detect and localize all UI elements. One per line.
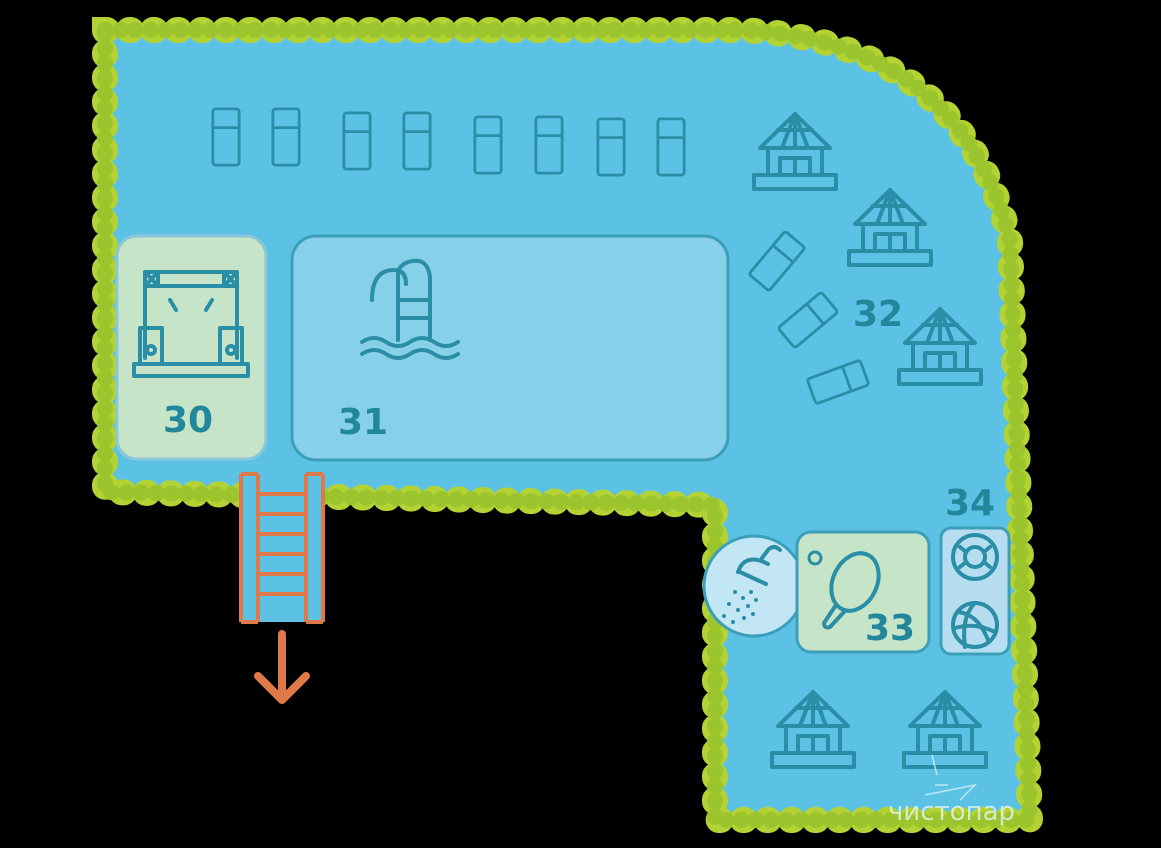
shower-icon[interactable] xyxy=(702,534,806,638)
beach-ball-icon xyxy=(951,601,999,649)
zone-33[interactable]: 33 xyxy=(795,530,931,654)
ladder-icon[interactable] xyxy=(239,472,325,624)
zone-31-label: 31 xyxy=(338,402,388,443)
watermark-logo: чистопар xyxy=(888,754,1015,827)
zone-34-label: 34 xyxy=(945,483,995,524)
swimming-pool-icon xyxy=(360,258,460,360)
zone-31[interactable]: 31 xyxy=(290,234,730,462)
zone-34[interactable]: 34 xyxy=(939,483,1011,656)
watermark-text: чистопар xyxy=(888,797,1015,827)
lifebuoy-icon xyxy=(951,533,999,581)
zone-30[interactable]: 30 xyxy=(115,234,268,461)
exit-arrow-icon[interactable] xyxy=(254,630,310,704)
zone-33-label: 33 xyxy=(865,608,915,649)
zone-30-label: 30 xyxy=(163,400,213,441)
zone-32-label: 32 xyxy=(853,294,903,335)
stage-icon xyxy=(132,270,250,378)
table-tennis-icon xyxy=(807,550,881,630)
